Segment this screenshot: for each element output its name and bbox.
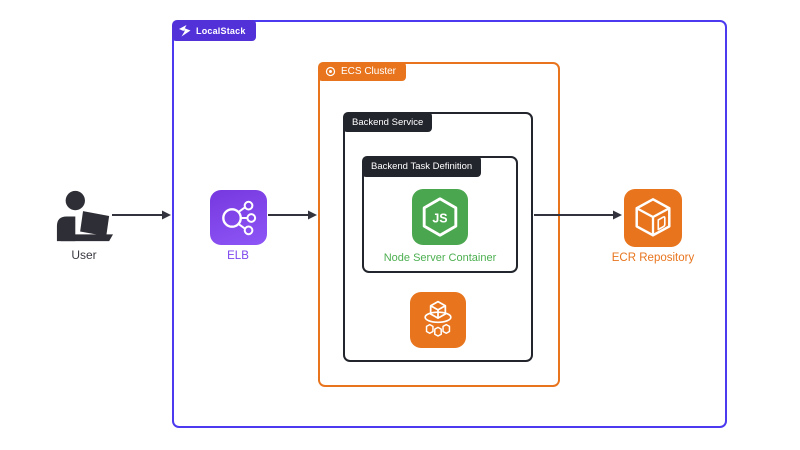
backend-task-definition-tab: Backend Task Definition (362, 156, 482, 177)
user-node: User (44, 189, 124, 262)
nodejs-hexagon-icon: JS (422, 197, 458, 237)
backend-service-container: Backend Service Backend Task Definition … (343, 112, 533, 362)
elb-node: ELB (198, 190, 278, 262)
nodejs-icon-box: JS (412, 189, 468, 245)
nodejs-js-text: JS (432, 211, 447, 225)
ecs-cluster-container: ECS Cluster Backend Service Backend Task… (318, 62, 560, 387)
elb-icon-box (209, 190, 267, 245)
node-server-container-node: JS Node Server Container (364, 189, 516, 264)
ecr-label: ECR Repository (611, 252, 695, 264)
ecr-cube-icon (635, 198, 671, 237)
user-label: User (71, 248, 97, 262)
backend-task-definition-label: Backend Task Definition (371, 161, 473, 172)
backend-task-definition-container: Backend Task Definition JS Node Server C… (362, 156, 518, 273)
ecs-cluster-tab: ECS Cluster (318, 62, 407, 81)
ecs-service-icon-box (410, 292, 466, 348)
person-laptop-icon (56, 190, 113, 242)
ecr-node: ECR Repository (603, 189, 703, 264)
load-balancer-icon (222, 200, 257, 235)
elb-label: ELB (227, 250, 249, 262)
localstack-tab: LocalStack (172, 20, 256, 41)
backend-service-label: Backend Service (352, 116, 424, 128)
localstack-logo-icon (179, 24, 191, 36)
node-server-container-label: Node Server Container (383, 252, 497, 264)
backend-service-tab: Backend Service (343, 112, 433, 132)
ecr-icon-box (624, 189, 682, 247)
ecs-cluster-label: ECS Cluster (341, 66, 397, 77)
localstack-label: LocalStack (196, 25, 246, 36)
localstack-container: LocalStack ELB (172, 20, 727, 428)
ecs-containers-icon (424, 300, 452, 337)
ecs-cluster-ring-icon (325, 66, 336, 77)
